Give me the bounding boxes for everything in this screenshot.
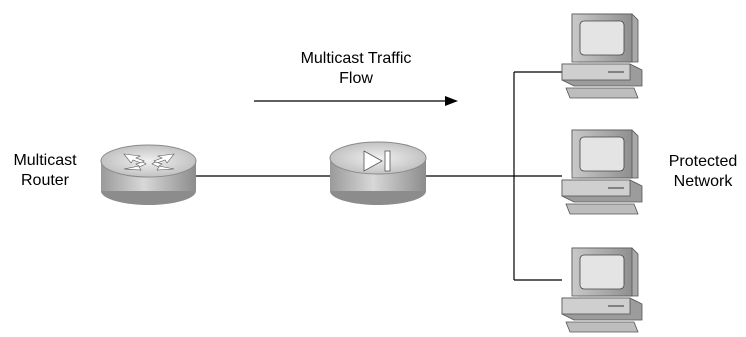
router-label: Multicast Router	[0, 151, 90, 191]
router-icon	[100, 144, 197, 205]
router-label-line2: Router	[20, 172, 70, 189]
connection-lines	[196, 71, 562, 281]
network-label: Protected Network	[658, 152, 746, 192]
firewall-icon	[329, 141, 427, 205]
workstation-icon	[561, 247, 643, 333]
workstation-icon	[561, 129, 643, 215]
traffic-flow-label: Multicast Traffic Flow	[266, 49, 446, 89]
traffic-flow-label-line1: Multicast Traffic	[300, 50, 412, 67]
network-label-line2: Network	[673, 173, 733, 190]
traffic-flow-label-line2: Flow	[339, 70, 373, 87]
workstation-icon	[561, 13, 643, 99]
router-label-line1: Multicast	[13, 152, 77, 169]
network-label-line1: Protected	[668, 153, 738, 170]
traffic-flow-arrow	[254, 96, 458, 106]
